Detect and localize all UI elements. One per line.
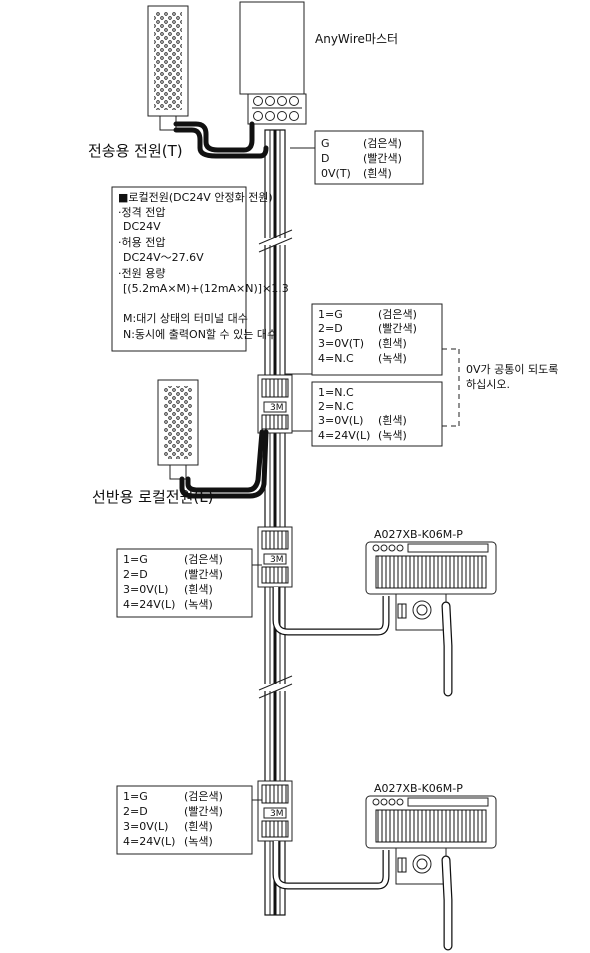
master-wire-2: D (321, 152, 329, 165)
master-wiring-box: G D 0V(T) (검은색) (빨간색) (흰색) (290, 130, 424, 185)
upper-pin-4: 4=N.C (318, 352, 354, 365)
upper-connector-box: 1=G 2=D 3=0V(T) 4=N.C (검은색) (빨간색) (흰색) (… (285, 303, 443, 376)
t2-pin-3: 3=0V(L) (123, 820, 168, 833)
device-model-2: A027XB-K06M-P (374, 782, 463, 795)
spec-line-1: ■로컬전원(DC24V 안정화 전원) (118, 191, 273, 204)
lower-pin-1: 1=N.C (318, 386, 354, 399)
upper-pin-3: 3=0V(T) (318, 337, 364, 350)
master-wire-color-3: (흰색) (363, 167, 392, 180)
device-1 (365, 541, 497, 697)
upper-pin-color-1: (검은색) (378, 308, 417, 321)
t1-pin-4: 4=24V(L) (123, 598, 175, 611)
t1-pin-2: 2=D (123, 568, 148, 581)
spec-line-3: DC24V (123, 220, 161, 233)
master-title: AnyWire마스터 (315, 32, 398, 46)
transmission-power-label: 전송용 전원(T) (88, 142, 183, 160)
lower-pin-color-3: (흰색) (378, 414, 407, 427)
t1-pin-color-1: (검은색) (184, 553, 223, 566)
t1-pin-color-3: (흰색) (184, 583, 213, 596)
spec-line-6: ·전원 용량 (118, 267, 165, 280)
t1-pin-color-4: (녹색) (184, 598, 213, 611)
zero-volt-note-line-1: 0V가 공통이 되도록 (466, 363, 558, 376)
main-cable (258, 129, 293, 916)
terminal-1-wiring-box: 1=G 2=D 3=0V(L) 4=24V(L) (검은색) (빨간색) (흰색… (116, 548, 262, 618)
device-2 (365, 795, 497, 951)
spec-line-5: DC24V～27.6V (123, 251, 204, 264)
upper-pin-color-3: (흰색) (378, 337, 407, 350)
master-wire-color-1: (검은색) (363, 137, 402, 150)
t2-pin-color-4: (녹색) (184, 835, 213, 848)
connector-mark-1: 3M (270, 403, 284, 413)
branch-connector-1: 3M (257, 374, 293, 434)
lower-connector-box: 1=N.C 2=N.C 3=0V(L) 4=24V(L) (흰색) (녹색) (285, 381, 443, 447)
spec-line-10: N:동시에 출력ON할 수 있는 대수 (123, 328, 277, 341)
t1-pin-color-2: (빨간색) (184, 568, 223, 581)
lower-pin-3: 3=0V(L) (318, 414, 363, 427)
t2-pin-color-2: (빨간색) (184, 805, 223, 818)
t1-pin-3: 3=0V(L) (123, 583, 168, 596)
t2-pin-1: 1=G (123, 790, 148, 803)
panel-local-power-label: 선반용 로컬전원(L) (92, 488, 213, 506)
panel-local-power-supply (157, 379, 269, 499)
t2-pin-2: 2=D (123, 805, 148, 818)
connector-mark-3: 3M (270, 809, 284, 819)
terminal-2-wiring-box: 1=G 2=D 3=0V(L) 4=24V(L) (검은색) (빨간색) (흰색… (116, 785, 262, 855)
upper-pin-color-2: (빨간색) (378, 322, 417, 335)
t2-pin-color-1: (검은색) (184, 790, 223, 803)
terminal-1-connector: 3M (257, 526, 293, 588)
device-model-1: A027XB-K06M-P (374, 528, 463, 541)
upper-pin-1: 1=G (318, 308, 343, 321)
zero-volt-note-line-2: 하십시오. (466, 377, 510, 391)
local-power-spec-box: ■로컬전원(DC24V 안정화 전원) ·정격 전압 DC24V ·허용 전압 … (111, 186, 289, 352)
t1-pin-1: 1=G (123, 553, 148, 566)
lower-pin-4: 4=24V(L) (318, 429, 370, 442)
t2-pin-color-3: (흰색) (184, 820, 213, 833)
master-wire-3: 0V(T) (321, 167, 351, 180)
zero-volt-bracket (442, 348, 460, 427)
spec-line-9: M:대기 상태의 터미널 대수 (123, 312, 248, 325)
upper-pin-2: 2=D (318, 322, 343, 335)
anywire-master-unit (239, 1, 307, 125)
terminal-2-connector: 3M (257, 780, 293, 842)
master-wire-1: G (321, 137, 330, 150)
spec-line-7: [(5.2mA×M)+(12mA×N)]×1.3 (123, 282, 289, 295)
master-wire-color-2: (빨간색) (363, 152, 402, 165)
lower-pin-2: 2=N.C (318, 400, 354, 413)
transmission-power-supply (147, 5, 269, 159)
spec-line-2: ·정격 전압 (118, 206, 165, 219)
upper-pin-color-4: (녹색) (378, 352, 407, 365)
spec-line-4: ·허용 전압 (118, 236, 165, 249)
lower-pin-color-4: (녹색) (378, 429, 407, 442)
t2-pin-4: 4=24V(L) (123, 835, 175, 848)
connector-mark-2: 3M (270, 555, 284, 565)
